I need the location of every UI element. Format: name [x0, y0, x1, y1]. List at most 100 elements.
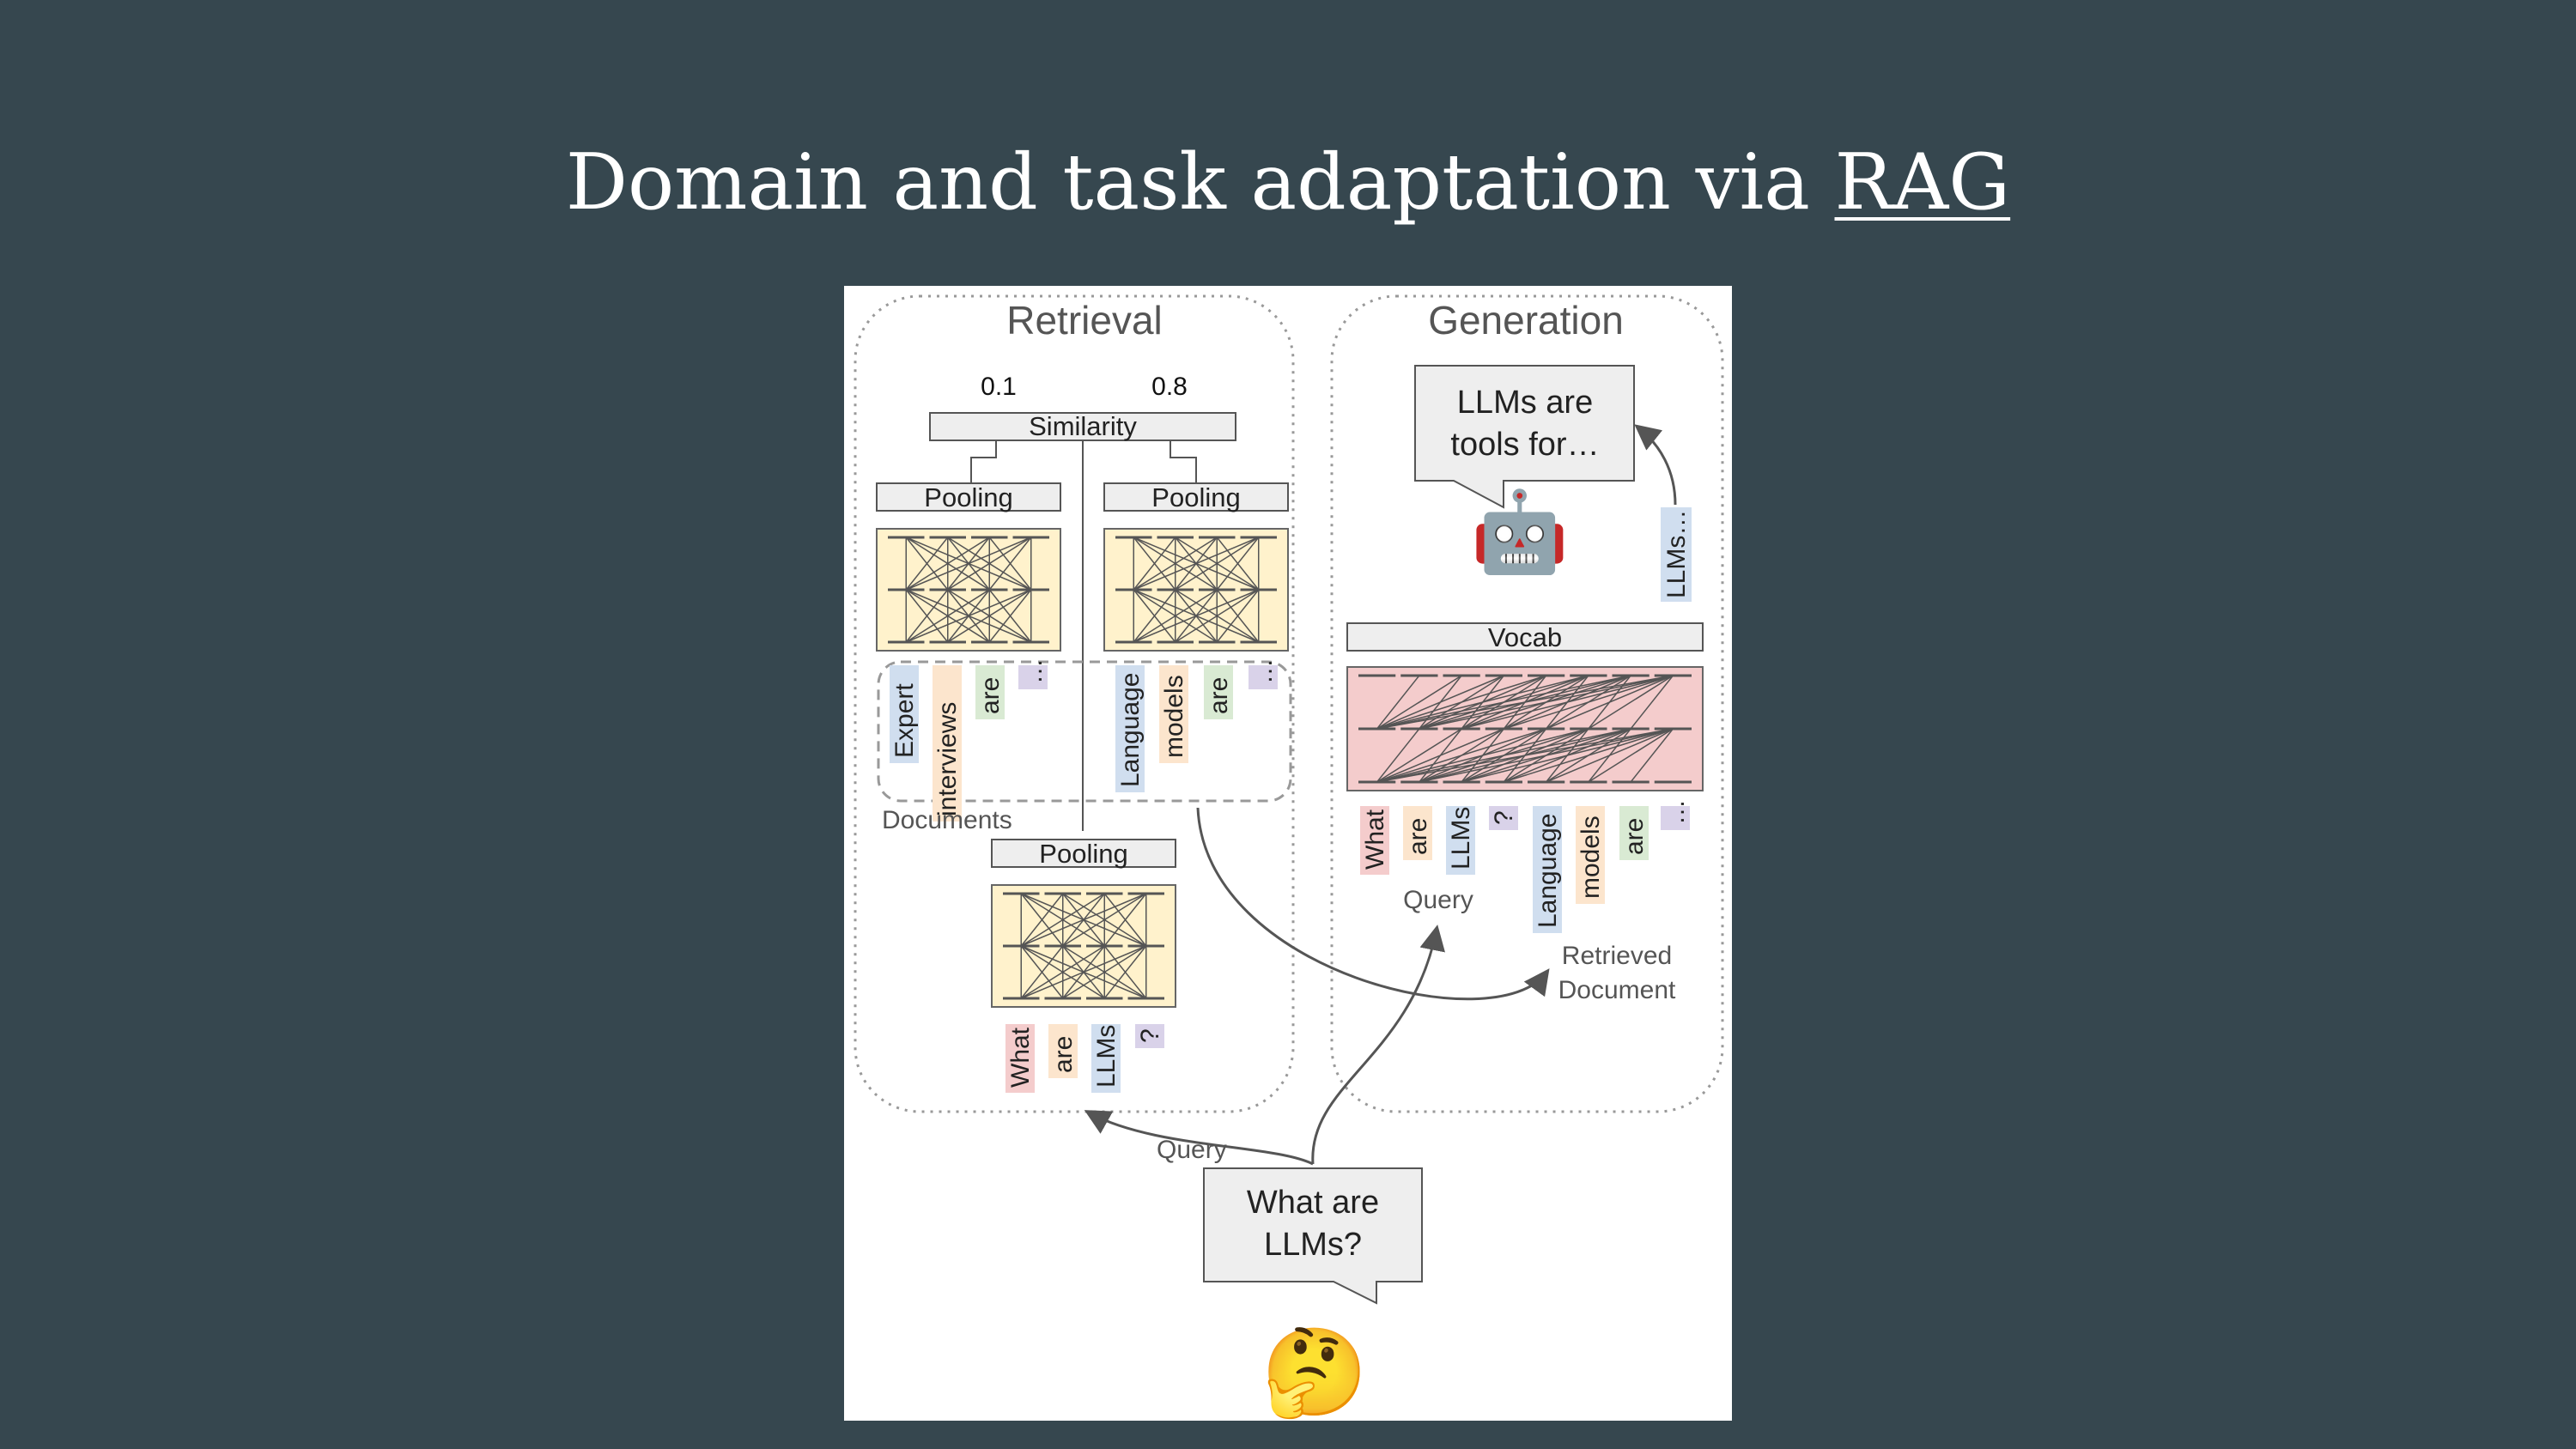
token: are [1048, 1024, 1078, 1078]
similarity-score-doc1: 0.1 [981, 373, 1017, 401]
similarity-box: Similarity [929, 411, 1236, 441]
token-label: … [1019, 658, 1048, 684]
token-label: models [1160, 675, 1188, 758]
output-speech-bubble: LLMs are tools for… [1414, 365, 1635, 509]
question-speech-bubble: What are LLMs? [1203, 1167, 1423, 1305]
thinking-face-icon: 🤔 [1261, 1325, 1369, 1421]
token-label: are [976, 677, 1005, 714]
output-arrow [1634, 424, 1677, 506]
encoder-network-query [991, 884, 1176, 1008]
encoder-network-doc2 [1103, 528, 1289, 652]
retrieval-heading: Retrieval [1006, 298, 1163, 343]
token-label: Language [1116, 673, 1145, 787]
token-label: are [1049, 1036, 1078, 1073]
token-highlight [1533, 806, 1562, 933]
pooling-box-doc1: Pooling [876, 482, 1061, 512]
token-highlight [1576, 806, 1605, 904]
token: are [1403, 806, 1432, 860]
token: ? [1135, 1024, 1164, 1048]
documents-label: Documents [882, 806, 1012, 834]
token-label: LLMs [1447, 807, 1475, 870]
token: are [1619, 806, 1649, 860]
token-highlight [975, 665, 1005, 719]
similarity-score-doc2: 0.8 [1151, 373, 1188, 401]
vocab-label: Vocab [1488, 622, 1562, 652]
token-label: What [1361, 809, 1389, 870]
token-label: Expert [890, 683, 919, 758]
token-label: interviews [933, 702, 962, 816]
retrieved-document-arrow [1196, 807, 1550, 1001]
token-highlight [1489, 806, 1518, 830]
token-label: … [1662, 799, 1690, 825]
token: … [1018, 658, 1048, 689]
token-highlight [1403, 806, 1432, 860]
token: Language [1115, 665, 1145, 792]
token: are [975, 665, 1005, 719]
generation-section [1330, 294, 1724, 1113]
token: models [1159, 665, 1188, 763]
token-highlight [1249, 665, 1278, 689]
token: LLMs [1446, 806, 1475, 875]
output-token-label: LLMs… [1662, 510, 1691, 598]
token-highlight [1005, 1024, 1035, 1093]
doc1-tokens: Expert interviews are … [890, 658, 1048, 822]
token: … [1661, 799, 1690, 830]
output-line1: LLMs are [1457, 385, 1593, 421]
output-line2: tools for… [1450, 427, 1599, 463]
slide-title: Domain and task adaptation via RAG [0, 137, 2576, 227]
token: LLMs [1091, 1024, 1121, 1093]
token-highlight [1661, 806, 1690, 830]
token-label: … [1249, 658, 1278, 684]
token-highlight [1204, 665, 1233, 719]
retrieved-label-line2: Document [1558, 976, 1676, 1004]
pooling-label-doc1: Pooling [924, 482, 1012, 512]
token-highlight [1159, 665, 1188, 763]
token-label: are [1205, 677, 1233, 714]
retrieved-label-line1: Retrieved [1562, 942, 1672, 970]
token-label: LLMs [1092, 1025, 1121, 1088]
token-label: Language [1534, 814, 1562, 928]
encoder-network-doc1 [876, 528, 1061, 652]
token-highlight [1446, 806, 1475, 875]
documents-region [877, 660, 1292, 803]
question-line2: LLMs? [1264, 1227, 1362, 1263]
retrieval-query-label: Query [1157, 1136, 1227, 1164]
token: What [1005, 1024, 1035, 1093]
pooling-box-query: Pooling [991, 839, 1176, 869]
question-line1: What are [1247, 1185, 1379, 1221]
token: ? [1489, 806, 1518, 830]
token: Language [1533, 806, 1562, 933]
token: interviews [933, 665, 962, 822]
output-token: LLMs… [1661, 507, 1692, 602]
rag-link[interactable]: RAG [1834, 137, 2011, 227]
token-label: What [1006, 1027, 1035, 1088]
robot-icon: 🤖 [1471, 487, 1570, 577]
token-highlight [1048, 1024, 1078, 1078]
token-highlight [1091, 1024, 1121, 1093]
token-highlight [1135, 1024, 1164, 1048]
token-highlight [890, 665, 919, 763]
output-token-highlight [1661, 507, 1692, 602]
question-to-generation-arrow [1311, 925, 1445, 1165]
generation-heading: Generation [1428, 298, 1624, 343]
token-highlight [1018, 665, 1048, 689]
token-label: ? [1136, 1028, 1164, 1043]
token-highlight [933, 665, 962, 822]
pooling-box-doc2: Pooling [1103, 482, 1289, 512]
rag-diagram-panel: Retrieval Generation 0.1 0.8 Similarity … [844, 286, 1732, 1421]
token-label: are [1620, 818, 1649, 855]
token: … [1249, 658, 1278, 689]
rag-diagram: Retrieval Generation 0.1 0.8 Similarity … [854, 294, 1724, 1421]
token-label: are [1404, 818, 1432, 855]
retrieval-section [854, 294, 1295, 1113]
pooling-label-doc2: Pooling [1151, 482, 1240, 512]
generation-query-label: Query [1403, 886, 1473, 914]
token-label: ? [1490, 810, 1518, 825]
token-highlight [1115, 665, 1145, 792]
token: are [1204, 665, 1233, 719]
vocab-box: Vocab [1346, 622, 1704, 652]
similarity-label: Similarity [1029, 411, 1137, 441]
